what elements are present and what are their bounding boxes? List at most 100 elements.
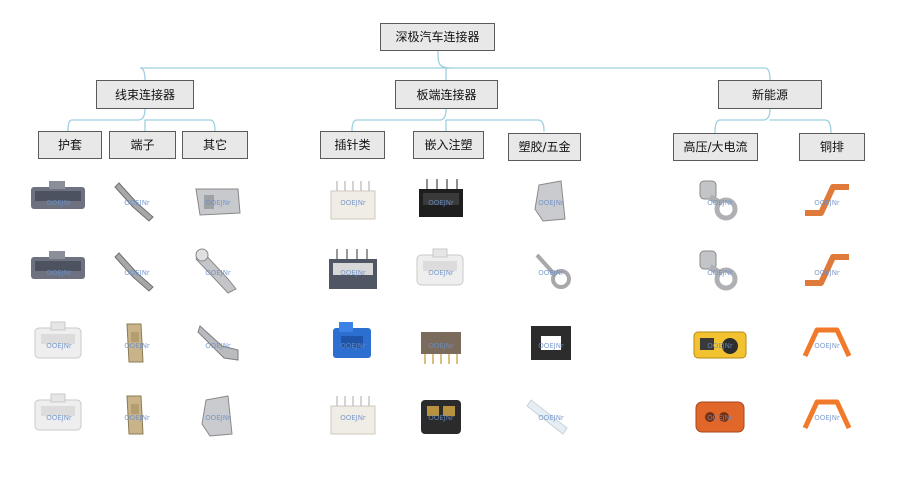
watermark-text: OOEJNr (124, 342, 150, 350)
product-image-orange-busbar-bent: OOEJNr (797, 318, 857, 368)
product-image-crimp-terminal-tan: OOEJNr (107, 390, 167, 440)
yellow-hv-connector-graphic: OOEJNr (693, 331, 747, 359)
product-image-black-pin-connector: OOEJNr (411, 175, 471, 225)
product-image-metal-tube-terminal: OOEJNr (188, 245, 248, 295)
watermark-text: OOEJNr (340, 414, 366, 422)
product-image-gray-housing-connector: OOEJNr (29, 245, 89, 295)
product-image-pin-array-module: OOEJNr (411, 318, 471, 368)
metal-bracket-graphic: OOEJNr (195, 188, 241, 216)
product-image-clear-plastic-tube: OOEJNr (521, 390, 581, 440)
product-image-white-housing-connector: OOEJNr (29, 390, 89, 440)
watermark-text: OOEJNr (124, 199, 150, 207)
watermark-text: OOEJNr (814, 269, 840, 277)
product-image-crimp-terminal-tan: OOEJNr (107, 318, 167, 368)
watermark-text: OOEJNr (538, 414, 564, 422)
product-image-copper-busbar-flat: OOEJNr (797, 175, 857, 225)
clear-plastic-tube-graphic: OOEJNr (526, 399, 568, 435)
sub-high-voltage: 高压/大电流 (673, 133, 758, 161)
watermark-text: OOEJNr (205, 414, 231, 422)
line-ev-to-subs (714, 108, 832, 134)
metal-bent-plate-graphic: OOEJNr (534, 180, 566, 222)
sub-sheath: 护套 (38, 131, 102, 159)
ring-lug-graphic: OOEJNr (699, 250, 738, 291)
metal-bent-plate-graphic: OOEJNr (201, 395, 233, 437)
watermark-text: OOEJNr (428, 414, 454, 422)
watermark-text: OOEJNr (707, 269, 733, 277)
watermark-text: OOEJNr (46, 342, 72, 350)
watermark-text: OOEJNr (124, 414, 150, 422)
category-board-connector: 板端连接器 (395, 80, 498, 109)
ring-lug-graphic: OOEJNr (699, 180, 738, 221)
watermark-text: OOEJNr (707, 342, 733, 350)
watermark-text: OOEJNr (124, 269, 150, 277)
black-module-graphic: OOEJNr (421, 400, 461, 434)
white-housing-connector-graphic: OOEJNr (34, 393, 82, 431)
watermark-text: OOEJNr (538, 342, 564, 350)
metal-tube-terminal-graphic: OOEJNr (195, 248, 237, 294)
product-image-crimp-terminal: OOEJNr (107, 245, 167, 295)
product-image-black-frame-part: OOEJNr (521, 318, 581, 368)
sub-insert-molding: 嵌入注塑 (413, 131, 484, 159)
watermark-text: OOEJNr (205, 342, 231, 350)
watermark-text: OOEJNr (340, 199, 366, 207)
black-frame-part-graphic: OOEJNr (531, 326, 571, 360)
black-pin-connector-graphic: OOEJNr (419, 179, 463, 217)
metal-clip-graphic: OOEJNr (197, 325, 239, 361)
product-image-black-module: OOEJNr (411, 390, 471, 440)
crimp-terminal-tan-graphic: OOEJNr (124, 395, 150, 435)
white-pin-header-graphic: OOEJNr (330, 181, 376, 220)
watermark-text: OOEJNr (707, 199, 733, 207)
watermark-text: OOEJNr (814, 342, 840, 350)
watermark-text: OOEJNr (46, 199, 72, 207)
crimp-terminal-graphic: OOEJNr (114, 252, 154, 292)
product-image-crimp-terminal: OOEJNr (107, 175, 167, 225)
product-image-ring-terminal-small: OOEJNr (521, 245, 581, 295)
watermark-text: OOEJNr (205, 199, 231, 207)
watermark-text: OOEJNr (205, 269, 231, 277)
product-image-metal-bent-plate: OOEJNr (521, 175, 581, 225)
watermark-text: OOEJNr (340, 342, 366, 350)
watermark-text: OOEJNr (428, 342, 454, 350)
product-image-yellow-hv-connector: OOEJNr (690, 318, 750, 368)
product-image-copper-busbar-flat: OOEJNr (797, 245, 857, 295)
line-board-to-subs (351, 108, 545, 132)
copper-busbar-flat-graphic: OOEJNr (805, 184, 849, 216)
watermark-text: OOEJNr (46, 269, 72, 277)
white-pin-header-graphic: OOEJNr (330, 396, 376, 435)
watermark-text: OOEJNr (814, 199, 840, 207)
product-image-white-housing-connector: OOEJNr (29, 318, 89, 368)
watermark-text: OOEJNr (538, 269, 564, 277)
product-image-metal-clip: OOEJNr (188, 318, 248, 368)
line-root-to-categories (139, 49, 771, 81)
product-image-white-pin-header: OOEJNr (323, 390, 383, 440)
crimp-terminal-graphic: OOEJNr (114, 182, 154, 222)
copper-busbar-flat-graphic: OOEJNr (805, 254, 849, 286)
category-harness-connector: 线束连接器 (96, 80, 194, 109)
watermark-text: OOEJNr (428, 269, 454, 277)
watermark-text: OOEJNr (538, 199, 564, 207)
orange-busbar-bent-graphic: OOEJNr (802, 399, 852, 430)
orange-hv-connector-graphic: OOEJNr (695, 401, 745, 433)
line-harness-to-subs (67, 108, 216, 132)
orange-busbar-bent-graphic: OOEJNr (802, 327, 852, 358)
blue-connector-graphic: OOEJNr (333, 322, 371, 358)
product-image-ring-lug: OOEJNr (690, 245, 750, 295)
crimp-terminal-tan-graphic: OOEJNr (124, 323, 150, 363)
ring-terminal-small-graphic: OOEJNr (535, 253, 571, 289)
pin-array-module-graphic: OOEJNr (421, 332, 461, 364)
sub-plastic-hardware: 塑胶/五金 (508, 133, 581, 161)
product-image-white-pin-header: OOEJNr (323, 175, 383, 225)
product-image-white-housing-connector: OOEJNr (411, 245, 471, 295)
gray-pin-header-graphic: OOEJNr (329, 249, 377, 289)
watermark-text: OOEJNr (46, 414, 72, 422)
watermark-text: OOEJNr (814, 414, 840, 422)
watermark-text: OOEJNr (340, 269, 366, 277)
category-new-energy: 新能源 (718, 80, 822, 109)
sub-terminal: 端子 (109, 131, 176, 159)
watermark-text: OOEJNr (707, 414, 733, 422)
sub-other: 其它 (182, 131, 248, 159)
product-image-ring-lug: OOEJNr (690, 175, 750, 225)
sub-copper-busbar: 铜排 (799, 133, 865, 161)
gray-housing-connector-graphic: OOEJNr (31, 181, 85, 209)
